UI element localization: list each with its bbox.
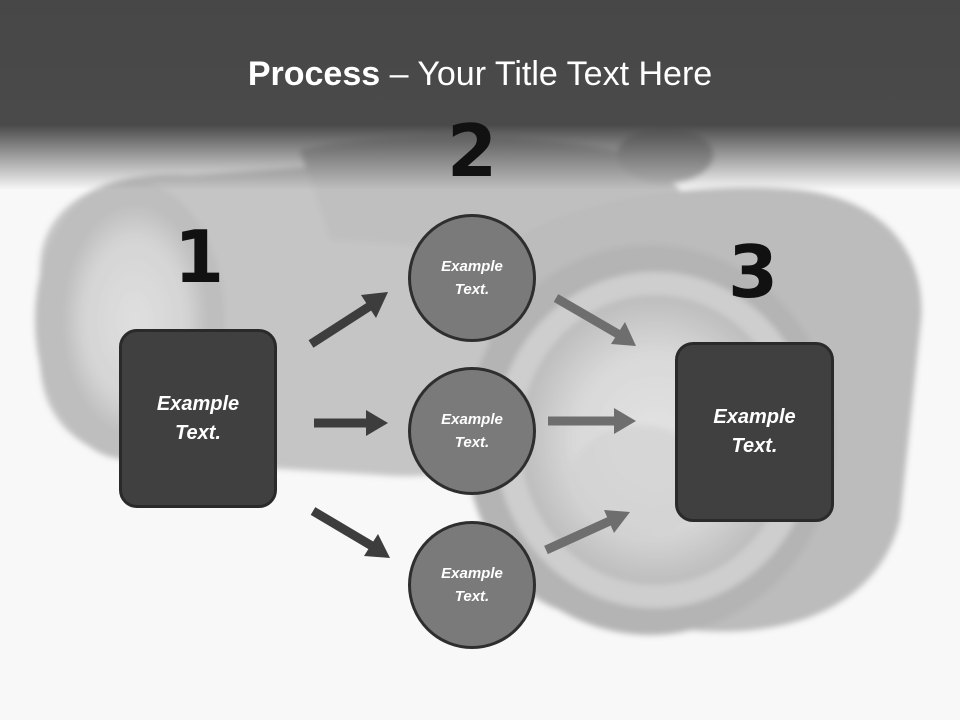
step-number-2: 2 [446,109,498,193]
arrow-start-to-bottom [310,507,390,558]
start-box-label: Example Text. [156,392,240,444]
header-band [0,0,960,190]
slide-title: Process – Your Title Text Here [0,52,960,96]
circle-middle: Example Text. [408,367,536,495]
end-box: Example Text. [675,342,834,522]
end-box-label: Example Text. [713,406,796,457]
arrow-bottom-to-end [544,510,630,555]
circle-middle-label: Example Text. [441,411,503,451]
arrow-middle-to-end [548,408,636,434]
circle-bottom: Example Text. [408,521,536,649]
arrow-top-to-end [553,294,636,346]
circle-top: Example Text. [408,214,536,342]
start-box: Example Text. [119,329,277,508]
step-number-3: 3 [727,230,779,314]
title-bold-part: Process [247,55,381,93]
step-number-1: 1 [173,215,225,299]
arrow-start-to-middle [314,410,388,436]
arrow-start-to-top [308,292,388,348]
title-rest-part: – Your Title Text Here [380,55,713,93]
circle-bottom-label: Example Text. [441,565,503,605]
circle-top-label: Example Text. [441,258,503,298]
